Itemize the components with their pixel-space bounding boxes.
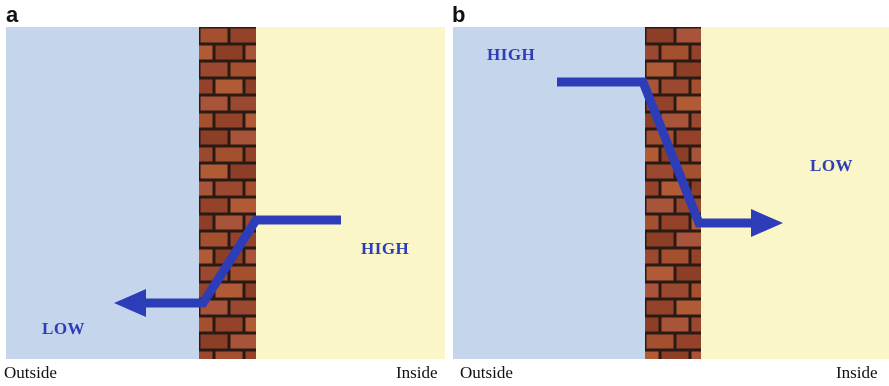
panel-a-outside-zone [6,27,199,359]
panel-a-wall [199,27,256,359]
panel-a-low-label: LOW [42,319,86,338]
panel-a: HIGH LOW [6,27,445,359]
panel-b: HIGH LOW [453,27,889,359]
panel-b-wall [645,27,701,359]
panel-a-inside-label: Inside [396,363,438,382]
panel-b-outside-zone [453,27,645,359]
panel-b-inside-zone [701,27,889,359]
panel-b-low-label: LOW [810,156,854,175]
panel-a-brick-icon [199,27,256,359]
panel-a-high-label: HIGH [361,239,410,258]
panel-b-inside-label: Inside [836,363,878,382]
panel-b-brick-icon [645,27,701,359]
panel-a-outside-label: Outside [4,363,57,382]
panel-a-inside-zone [256,27,445,359]
panel-b-high-label: HIGH [487,45,536,64]
panel-b-letter: b [452,2,466,27]
panel-b-outside-label: Outside [460,363,513,382]
panel-a-letter: a [6,2,19,27]
